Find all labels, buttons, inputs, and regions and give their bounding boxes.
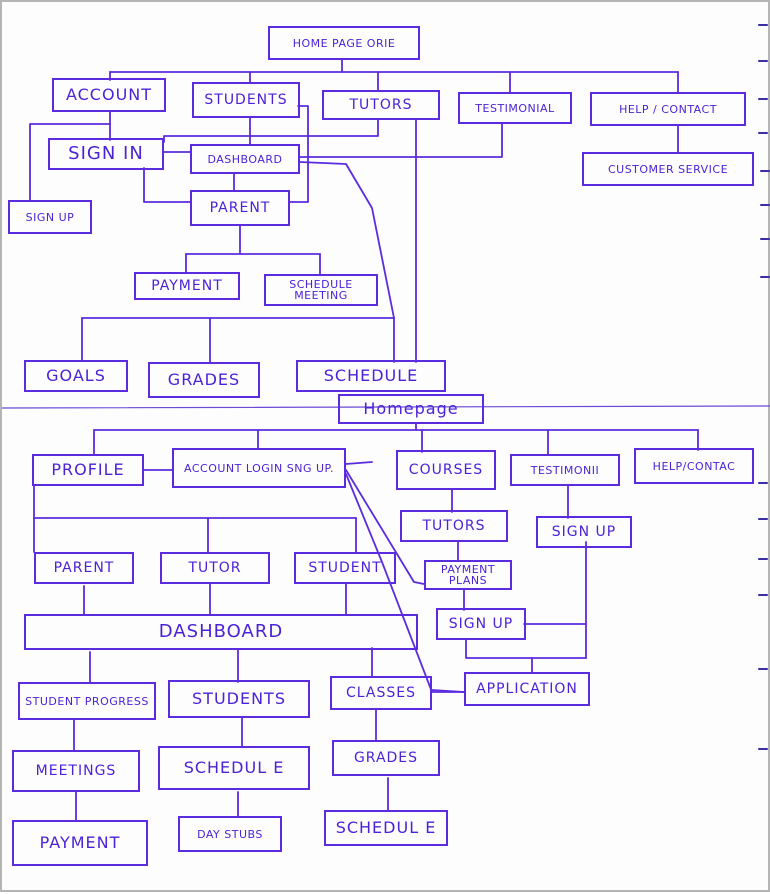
node-courses: COURSES bbox=[396, 450, 496, 490]
margin-mark bbox=[758, 132, 768, 134]
node-sign-up-right: SIGN UP bbox=[536, 516, 632, 548]
node-schedule-right: SCHEDUL E bbox=[324, 810, 448, 846]
margin-mark bbox=[758, 24, 768, 26]
node-profile: PROFILE bbox=[32, 454, 144, 486]
node-classes: CLASSES bbox=[330, 676, 432, 710]
node-goals: GOALS bbox=[24, 360, 128, 392]
node-payment-b: PAYMENT bbox=[12, 820, 148, 866]
node-tutor: TUTOR bbox=[160, 552, 270, 584]
node-schedule-mid: SCHEDUL E bbox=[158, 746, 310, 790]
connector bbox=[431, 689, 465, 693]
node-home-page-orie: HOME PAGE ORIE bbox=[268, 26, 420, 60]
node-schedule: SCHEDULE bbox=[296, 360, 446, 392]
connector bbox=[299, 123, 503, 158]
node-schedule-meeting: SCHEDULE MEETING bbox=[264, 274, 378, 306]
node-sign-up: SIGN UP bbox=[8, 200, 92, 234]
connector bbox=[345, 461, 373, 465]
margin-mark bbox=[758, 558, 768, 560]
node-parent-b: PARENT bbox=[34, 552, 134, 584]
node-help-contact: HELP / CONTACT bbox=[590, 92, 746, 126]
margin-mark bbox=[758, 594, 768, 596]
node-account-login: ACCOUNT LOGIN SNG UP. bbox=[172, 448, 346, 488]
node-meetings: MEETINGS bbox=[12, 750, 140, 792]
node-student: STUDENT bbox=[294, 552, 396, 584]
margin-mark bbox=[760, 204, 770, 206]
margin-mark bbox=[760, 238, 770, 240]
node-tutors-b: TUTORS bbox=[400, 510, 508, 542]
node-dashboard: DASHBOARD bbox=[190, 144, 300, 174]
node-grades-b: GRADES bbox=[332, 740, 440, 776]
margin-mark bbox=[758, 98, 768, 100]
node-help-contact-b: HELP/CONTAC bbox=[634, 448, 754, 484]
margin-mark bbox=[760, 276, 770, 278]
node-student-progress: STUDENT PROGRESS bbox=[18, 682, 156, 720]
node-grades: GRADES bbox=[148, 362, 260, 398]
node-parent: PARENT bbox=[190, 190, 290, 226]
margin-mark bbox=[758, 518, 768, 520]
margin-mark bbox=[758, 482, 768, 484]
node-students-b: STUDENTS bbox=[168, 680, 310, 718]
node-day-stubs: DAY STUBS bbox=[178, 816, 282, 852]
node-testimonial: TESTIMONIAL bbox=[458, 92, 572, 124]
margin-mark bbox=[758, 668, 768, 670]
connector bbox=[143, 167, 191, 203]
node-students: STUDENTS bbox=[192, 82, 300, 118]
margin-mark bbox=[760, 170, 770, 172]
node-customer-service: CUSTOMER SERVICE bbox=[582, 152, 754, 186]
node-homepage: Homepage bbox=[338, 394, 484, 424]
margin-mark bbox=[758, 60, 768, 62]
margin-mark bbox=[758, 748, 768, 750]
connector bbox=[163, 119, 379, 143]
node-sign-in: SIGN IN bbox=[48, 138, 164, 170]
node-testimonial-b: TESTIMONII bbox=[510, 454, 620, 486]
node-application: APPLICATION bbox=[464, 672, 590, 706]
node-account: ACCOUNT bbox=[52, 78, 166, 112]
connector bbox=[465, 639, 587, 659]
node-payment-plans: PAYMENT PLANS bbox=[424, 560, 512, 590]
node-dashboard-b: DASHBOARD bbox=[24, 614, 418, 650]
node-payment: PAYMENT bbox=[134, 272, 240, 300]
node-tutors: TUTORS bbox=[322, 90, 440, 120]
node-sign-up-mid: SIGN UP bbox=[436, 608, 526, 640]
